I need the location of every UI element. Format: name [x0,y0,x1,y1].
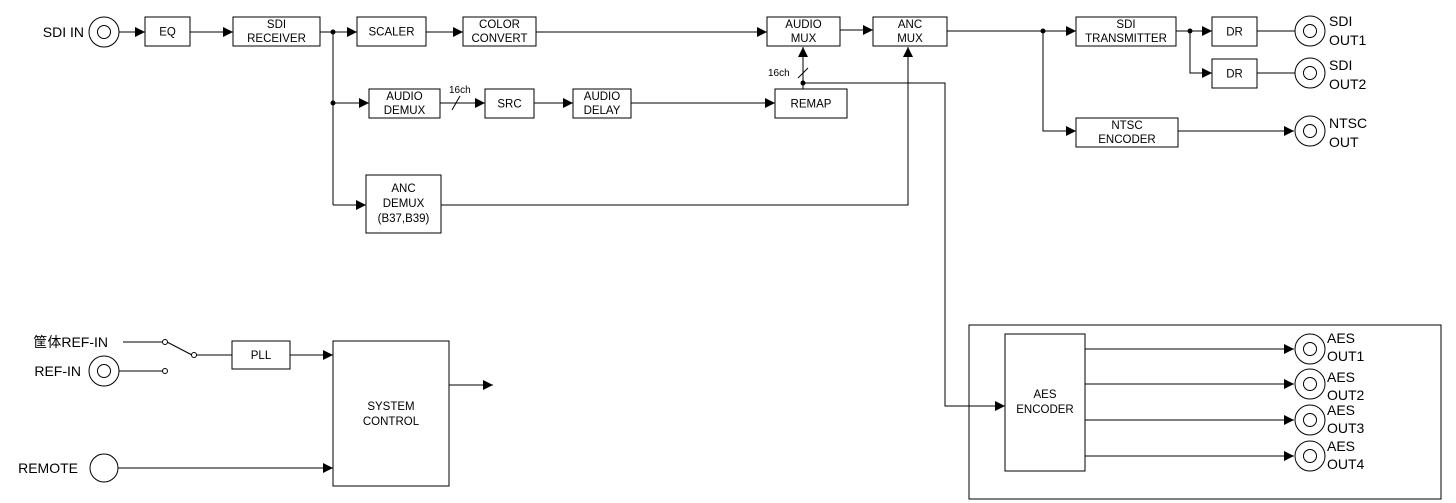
anc-demux-label-line2: DEMUX [383,198,425,210]
aes-out4-label-line2: OUT4 [1327,456,1365,472]
system-control-block: SYSTEM CONTROL [332,340,450,487]
audio-delay-label-line2: DELAY [584,105,621,117]
sdi-receiver-label-line2: RECEIVER [247,33,306,45]
signal-wires [118,25,1295,473]
anc-mux-label-line1: ANC [898,19,922,31]
sdi-in-connector [88,16,120,48]
pll-block: PLL [231,340,291,370]
junction-dots [330,28,1193,106]
pll-label: PLL [251,350,272,362]
scaler-label: SCALER [368,27,414,39]
sdi-transmitter-block: SDI TRANSMITTER [1075,16,1177,47]
remote-connector [89,453,119,483]
bus-label-16ch-remap: 16ch [768,68,790,79]
chassis-ref-in-label: 筐体REF-IN [33,334,108,350]
ntsc-encoder-label-line2: ENCODER [1098,134,1156,146]
reference-switch [162,339,197,374]
sdi-transmitter-label-line2: TRANSMITTER [1085,33,1167,45]
bus-label-16ch-src: 16ch [449,85,471,96]
aes-out3-connector [1294,404,1326,436]
eq-label: EQ [159,27,176,39]
system-control-label-line2: CONTROL [363,416,420,428]
aes-out2-connector [1294,368,1326,400]
ref-in-connector [88,355,120,387]
aes-out4-label-line1: AES [1327,438,1355,454]
aes-out1-label-line2: OUT1 [1327,348,1365,364]
eq-block: EQ [144,16,191,47]
sdi-out1-label-line2: OUT1 [1329,32,1367,48]
anc-mux-block: ANC MUX [872,16,948,47]
audio-delay-block: AUDIO DELAY [572,88,632,119]
sdi-receiver-block: SDI RECEIVER [232,16,321,47]
ntsc-encoder-label-line1: NTSC [1111,120,1142,132]
dr1-label: DR [1226,27,1243,39]
anc-demux-label-line3: (B37,B39) [378,213,430,225]
aes-out1-label-line1: AES [1327,330,1355,346]
sdi-transmitter-label-line1: SDI [1116,19,1135,31]
dr1-block: DR [1211,16,1258,47]
audio-demux-label-line1: AUDIO [386,91,422,103]
sdi-out2-label-line1: SDI [1329,57,1352,73]
ntsc-out-connector [1294,115,1326,147]
ntsc-encoder-block: NTSC ENCODER [1075,117,1179,148]
aes-encoder-label-line1: AES [1033,389,1056,401]
aes-out4-connector [1294,440,1326,472]
anc-mux-label-line2: MUX [897,33,923,45]
aes-encoder-block: AES ENCODER [1004,333,1086,472]
remap-label: REMAP [791,99,832,111]
aes-out2-label-line1: AES [1327,369,1355,385]
dr2-block: DR [1211,58,1258,89]
aes-out2-label-line2: OUT2 [1327,387,1365,403]
ref-in-label: REF-IN [34,363,81,379]
anc-demux-block: ANC DEMUX (B37,B39) [365,174,442,234]
sdi-receiver-label-line1: SDI [267,19,286,31]
remap-block: REMAP [774,88,848,119]
audio-delay-label-line1: AUDIO [584,91,620,103]
aes-out1-connector [1294,333,1326,365]
sdi-out1-label-line1: SDI [1329,13,1352,29]
sdi-out2-label-line2: OUT2 [1329,76,1367,92]
ntsc-out-label-line1: NTSC [1329,115,1367,131]
audio-mux-block: AUDIO MUX [766,16,841,47]
audio-mux-label-line1: AUDIO [785,19,821,31]
anc-demux-label-line1: ANC [391,183,415,195]
dr2-label: DR [1226,69,1243,81]
src-block: SRC [484,88,535,119]
color-convert-block: COLOR CONVERT [462,16,537,47]
audio-mux-label-line2: MUX [791,33,817,45]
aes-out3-label-line1: AES [1327,402,1355,418]
sdi-out2-connector [1294,57,1326,89]
aes-encoder-label-line2: ENCODER [1016,404,1074,416]
sdi-out1-connector [1294,15,1326,47]
aes-out3-label-line2: OUT3 [1327,420,1365,436]
audio-demux-block: AUDIO DEMUX [368,88,441,119]
sdi-in-label: SDI IN [43,24,84,40]
system-control-label-line1: SYSTEM [367,401,414,413]
remote-label: REMOTE [18,460,78,476]
aes-output-group-frame [968,324,1442,500]
scaler-block: SCALER [356,16,427,47]
src-label: SRC [497,99,521,111]
color-convert-label-line2: CONVERT [471,33,527,45]
audio-demux-label-line2: DEMUX [384,105,426,117]
color-convert-label-line1: COLOR [479,19,520,31]
ntsc-out-label-line2: OUT [1329,134,1359,150]
